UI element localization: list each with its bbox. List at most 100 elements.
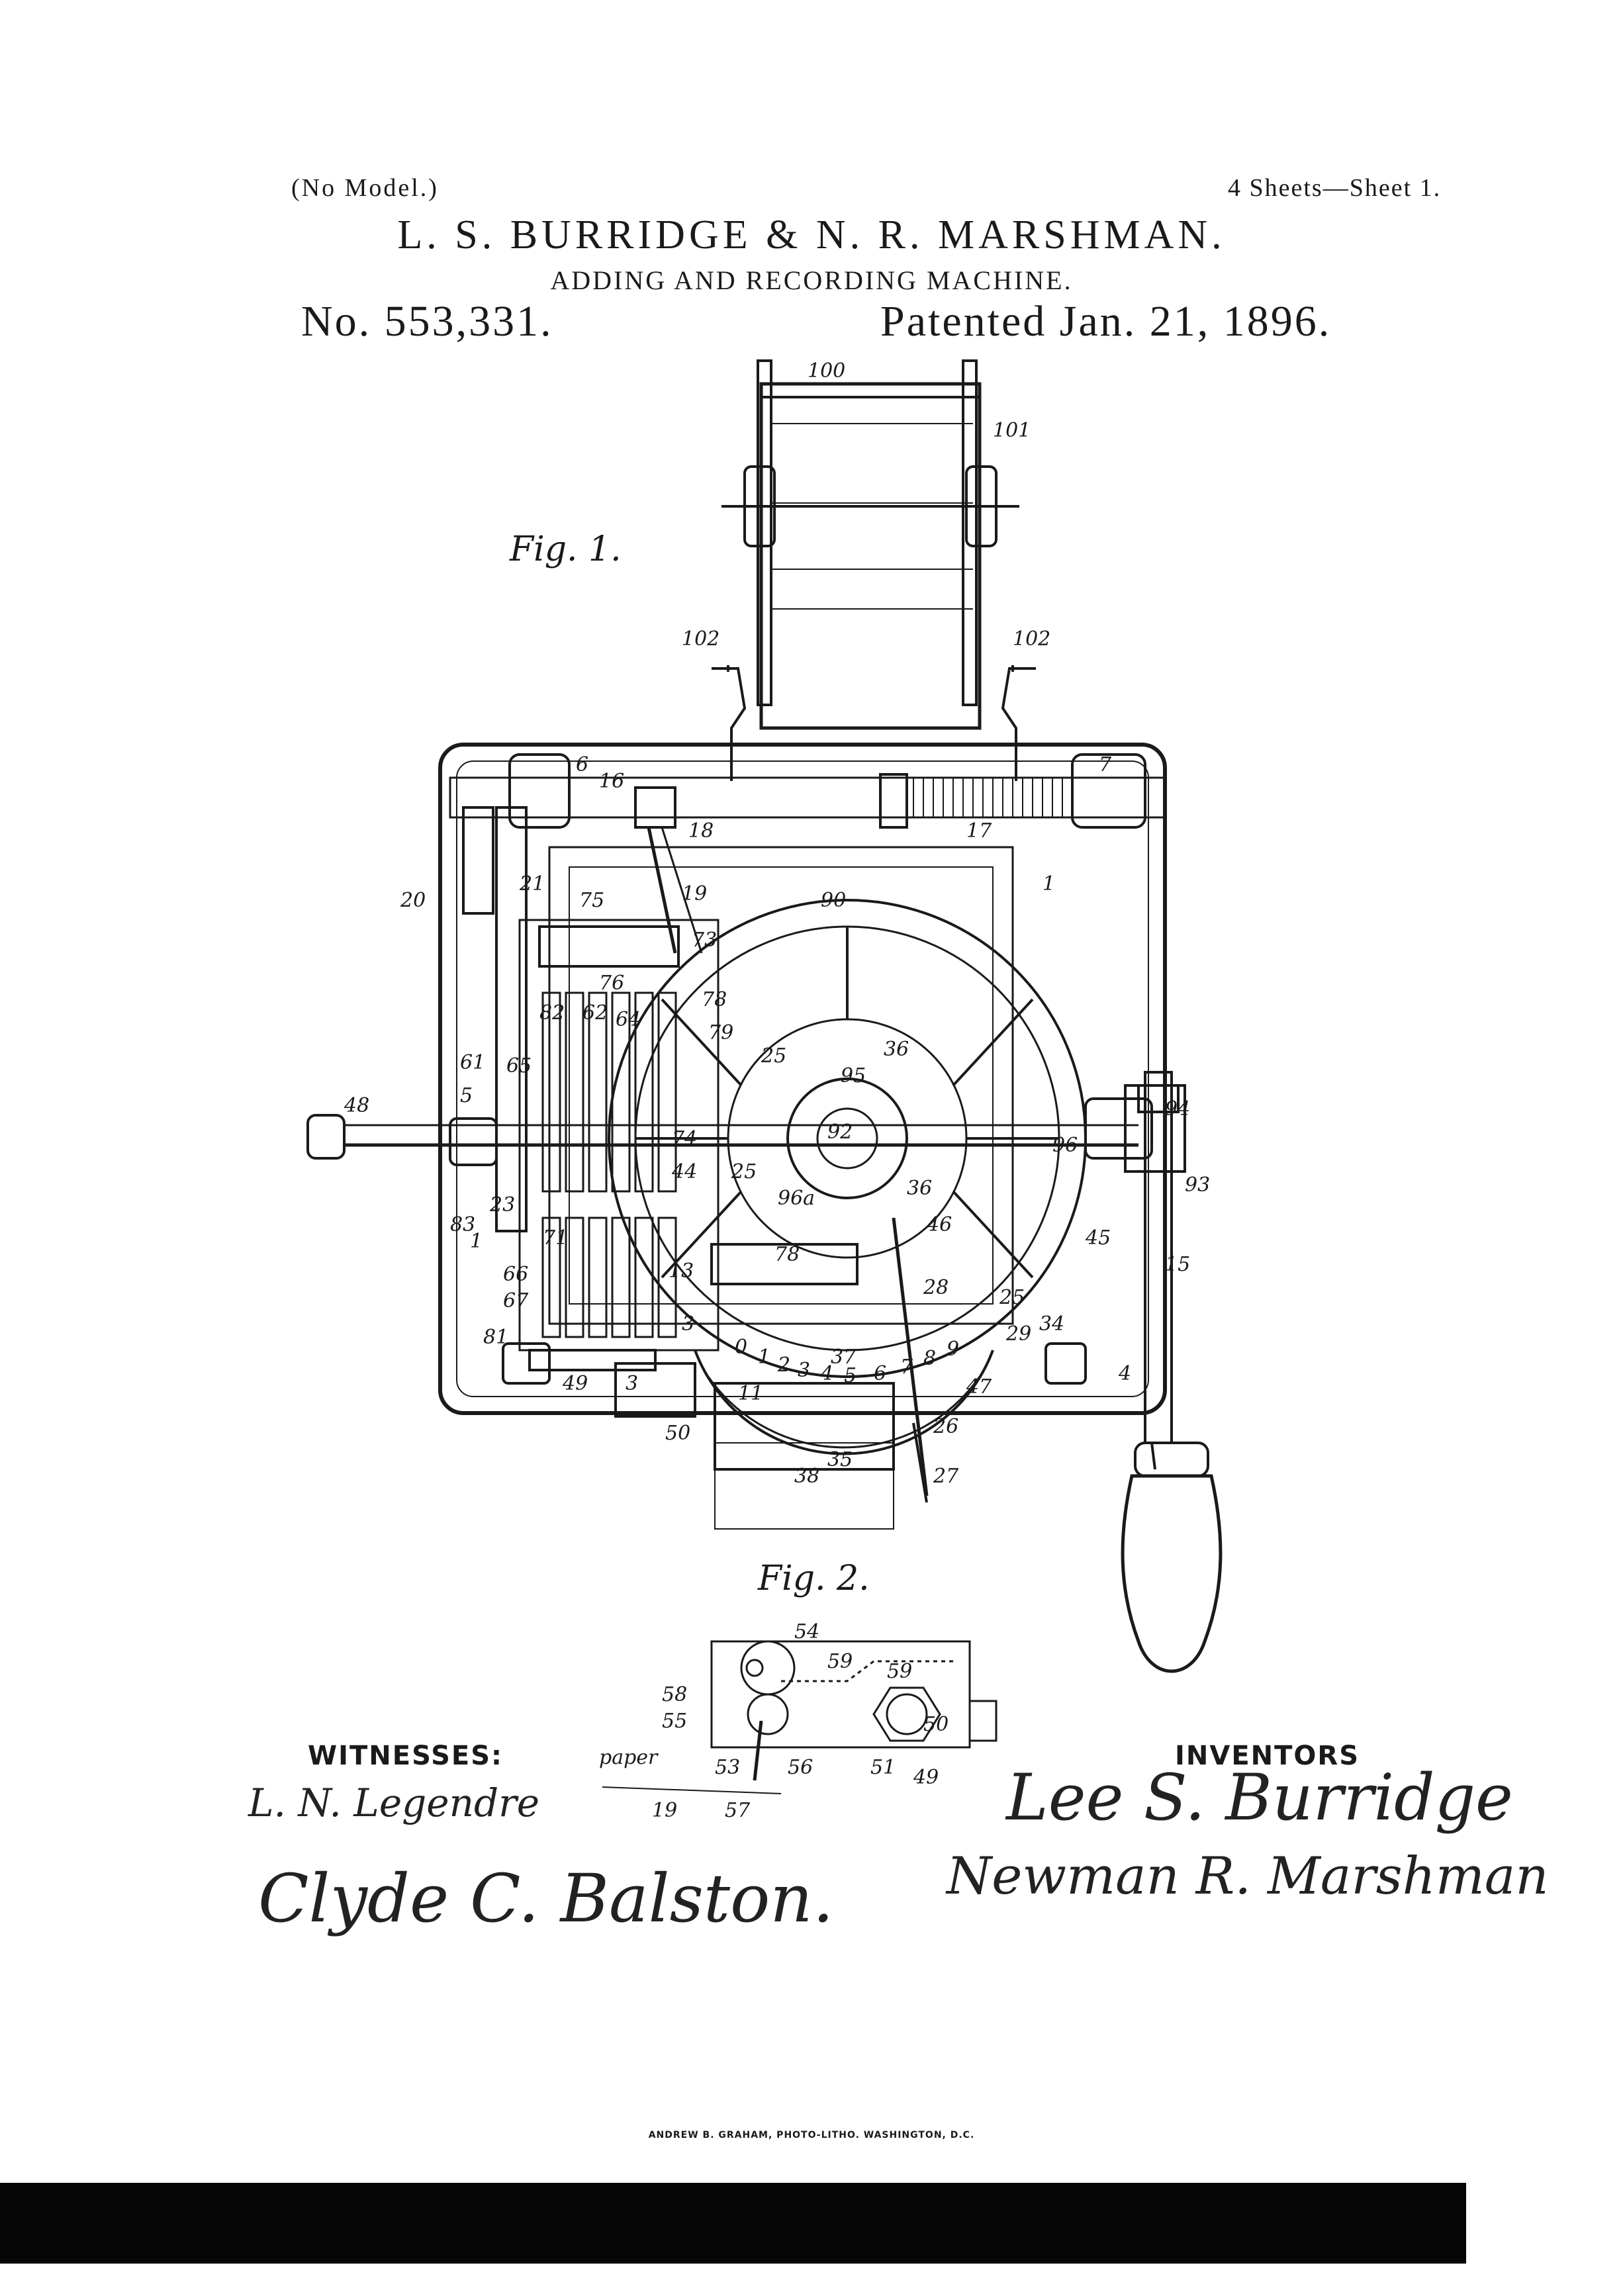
svg-text:13: 13: [669, 1260, 694, 1283]
engraver-credit: ANDREW B. GRAHAM, PHOTO-LITHO. WASHINGTO…: [648, 2130, 975, 2140]
svg-text:37: 37: [831, 1346, 857, 1369]
inventors-label: INVENTORS: [1175, 1741, 1360, 1771]
svg-text:102: 102: [1013, 627, 1050, 651]
svg-text:21: 21: [519, 872, 545, 895]
patent-title: ADDING AND RECORDING MACHINE.: [550, 265, 1073, 295]
svg-text:74: 74: [672, 1127, 697, 1150]
svg-text:9: 9: [947, 1338, 959, 1361]
svg-text:20: 20: [400, 889, 426, 912]
svg-text:61: 61: [460, 1051, 485, 1074]
inventor-signature-2: Newman R. Marshman: [947, 1847, 1549, 1906]
svg-text:48: 48: [344, 1094, 369, 1117]
svg-text:0: 0: [735, 1336, 747, 1359]
svg-text:59: 59: [887, 1660, 912, 1683]
svg-text:65: 65: [506, 1054, 532, 1078]
type-wheel-assembly: [518, 919, 719, 1371]
witnesses-label: WITNESSES:: [308, 1741, 504, 1771]
svg-text:90: 90: [821, 889, 846, 912]
svg-text:3: 3: [626, 1372, 638, 1395]
witness-signature-2: Clyde C. Balston.: [258, 1860, 834, 1937]
svg-text:76: 76: [599, 972, 624, 995]
svg-text:36: 36: [907, 1177, 932, 1200]
svg-text:58: 58: [662, 1683, 687, 1706]
inventor-signature-1: Lee S. Burridge: [1006, 1761, 1513, 1835]
svg-text:7: 7: [900, 1355, 913, 1379]
svg-text:25: 25: [761, 1044, 786, 1068]
svg-text:5: 5: [460, 1084, 473, 1107]
svg-text:34: 34: [1039, 1312, 1064, 1336]
svg-text:95: 95: [841, 1064, 866, 1087]
svg-text:1: 1: [758, 1346, 770, 1369]
svg-text:6: 6: [576, 753, 588, 776]
patent-number: No. 553,331.: [301, 297, 553, 345]
svg-text:62: 62: [582, 1001, 608, 1025]
patent-date: Patented Jan. 21, 1896.: [880, 297, 1332, 345]
svg-text:23: 23: [489, 1193, 515, 1217]
svg-text:3: 3: [798, 1359, 810, 1382]
svg-text:45: 45: [1085, 1226, 1111, 1250]
paper-roll: [712, 359, 1036, 781]
svg-text:93: 93: [1185, 1173, 1210, 1197]
svg-text:5: 5: [844, 1364, 857, 1387]
svg-text:59: 59: [827, 1650, 853, 1673]
svg-text:17: 17: [966, 819, 992, 843]
svg-text:92: 92: [827, 1121, 853, 1144]
svg-text:18: 18: [688, 819, 714, 843]
svg-text:6: 6: [874, 1362, 886, 1385]
svg-text:81: 81: [483, 1326, 508, 1349]
svg-text:1: 1: [1043, 872, 1055, 895]
svg-text:35: 35: [827, 1448, 853, 1471]
svg-text:100: 100: [808, 359, 845, 383]
svg-text:49: 49: [913, 1766, 939, 1789]
svg-text:101: 101: [993, 419, 1031, 442]
svg-text:26: 26: [933, 1415, 958, 1438]
svg-text:44: 44: [671, 1160, 697, 1183]
svg-text:28: 28: [923, 1276, 949, 1299]
svg-text:3: 3: [682, 1312, 694, 1336]
svg-text:49: 49: [562, 1372, 588, 1395]
svg-text:71: 71: [543, 1226, 568, 1250]
svg-text:57: 57: [725, 1799, 751, 1822]
svg-text:38: 38: [794, 1465, 819, 1488]
svg-text:16: 16: [599, 770, 624, 793]
svg-text:paper: paper: [599, 1746, 659, 1769]
svg-text:15: 15: [1165, 1253, 1190, 1276]
svg-text:78: 78: [702, 988, 727, 1011]
svg-text:73: 73: [692, 929, 717, 952]
svg-text:78: 78: [774, 1243, 800, 1266]
top-rod-assembly: [449, 753, 1166, 1232]
large-gear: [608, 899, 1087, 1378]
svg-text:4: 4: [820, 1362, 833, 1385]
svg-text:56: 56: [788, 1756, 813, 1779]
svg-text:94: 94: [1165, 1097, 1190, 1121]
svg-text:46: 46: [926, 1213, 952, 1236]
svg-text:75: 75: [579, 889, 604, 912]
svg-text:7: 7: [1099, 753, 1112, 776]
svg-text:2: 2: [777, 1354, 790, 1377]
figure-2-label: Fig. 2.: [758, 1559, 870, 1598]
sheet-count: 4 Sheets—Sheet 1.: [1228, 174, 1442, 202]
svg-text:64: 64: [616, 1008, 641, 1031]
svg-text:25: 25: [731, 1160, 757, 1183]
svg-text:47: 47: [966, 1375, 992, 1399]
witness-signature-1: L. N. Legendre: [248, 1780, 540, 1825]
svg-text:29: 29: [1005, 1322, 1031, 1346]
svg-text:53: 53: [715, 1756, 740, 1779]
svg-text:1: 1: [470, 1230, 483, 1253]
no-model-note: (No Model.): [291, 174, 439, 202]
scan-border-bar: [0, 2183, 1466, 2264]
svg-text:82: 82: [539, 1001, 565, 1025]
reference-numerals: 100 101 102 102 6 16 7 17 18 19 20 21 1 …: [344, 359, 1210, 1822]
svg-text:8: 8: [923, 1347, 936, 1370]
svg-text:54: 54: [794, 1620, 819, 1643]
svg-text:19: 19: [652, 1799, 677, 1822]
inventor-names: L. S. BURRIDGE & N. R. MARSHMAN.: [397, 212, 1226, 257]
svg-text:19: 19: [682, 882, 707, 905]
fig1-machine-drawing: [306, 359, 1223, 1673]
svg-text:4: 4: [1118, 1362, 1131, 1385]
svg-text:51: 51: [870, 1756, 896, 1779]
svg-text:50: 50: [923, 1713, 949, 1736]
svg-text:96a: 96a: [778, 1187, 815, 1210]
svg-text:27: 27: [933, 1465, 959, 1488]
